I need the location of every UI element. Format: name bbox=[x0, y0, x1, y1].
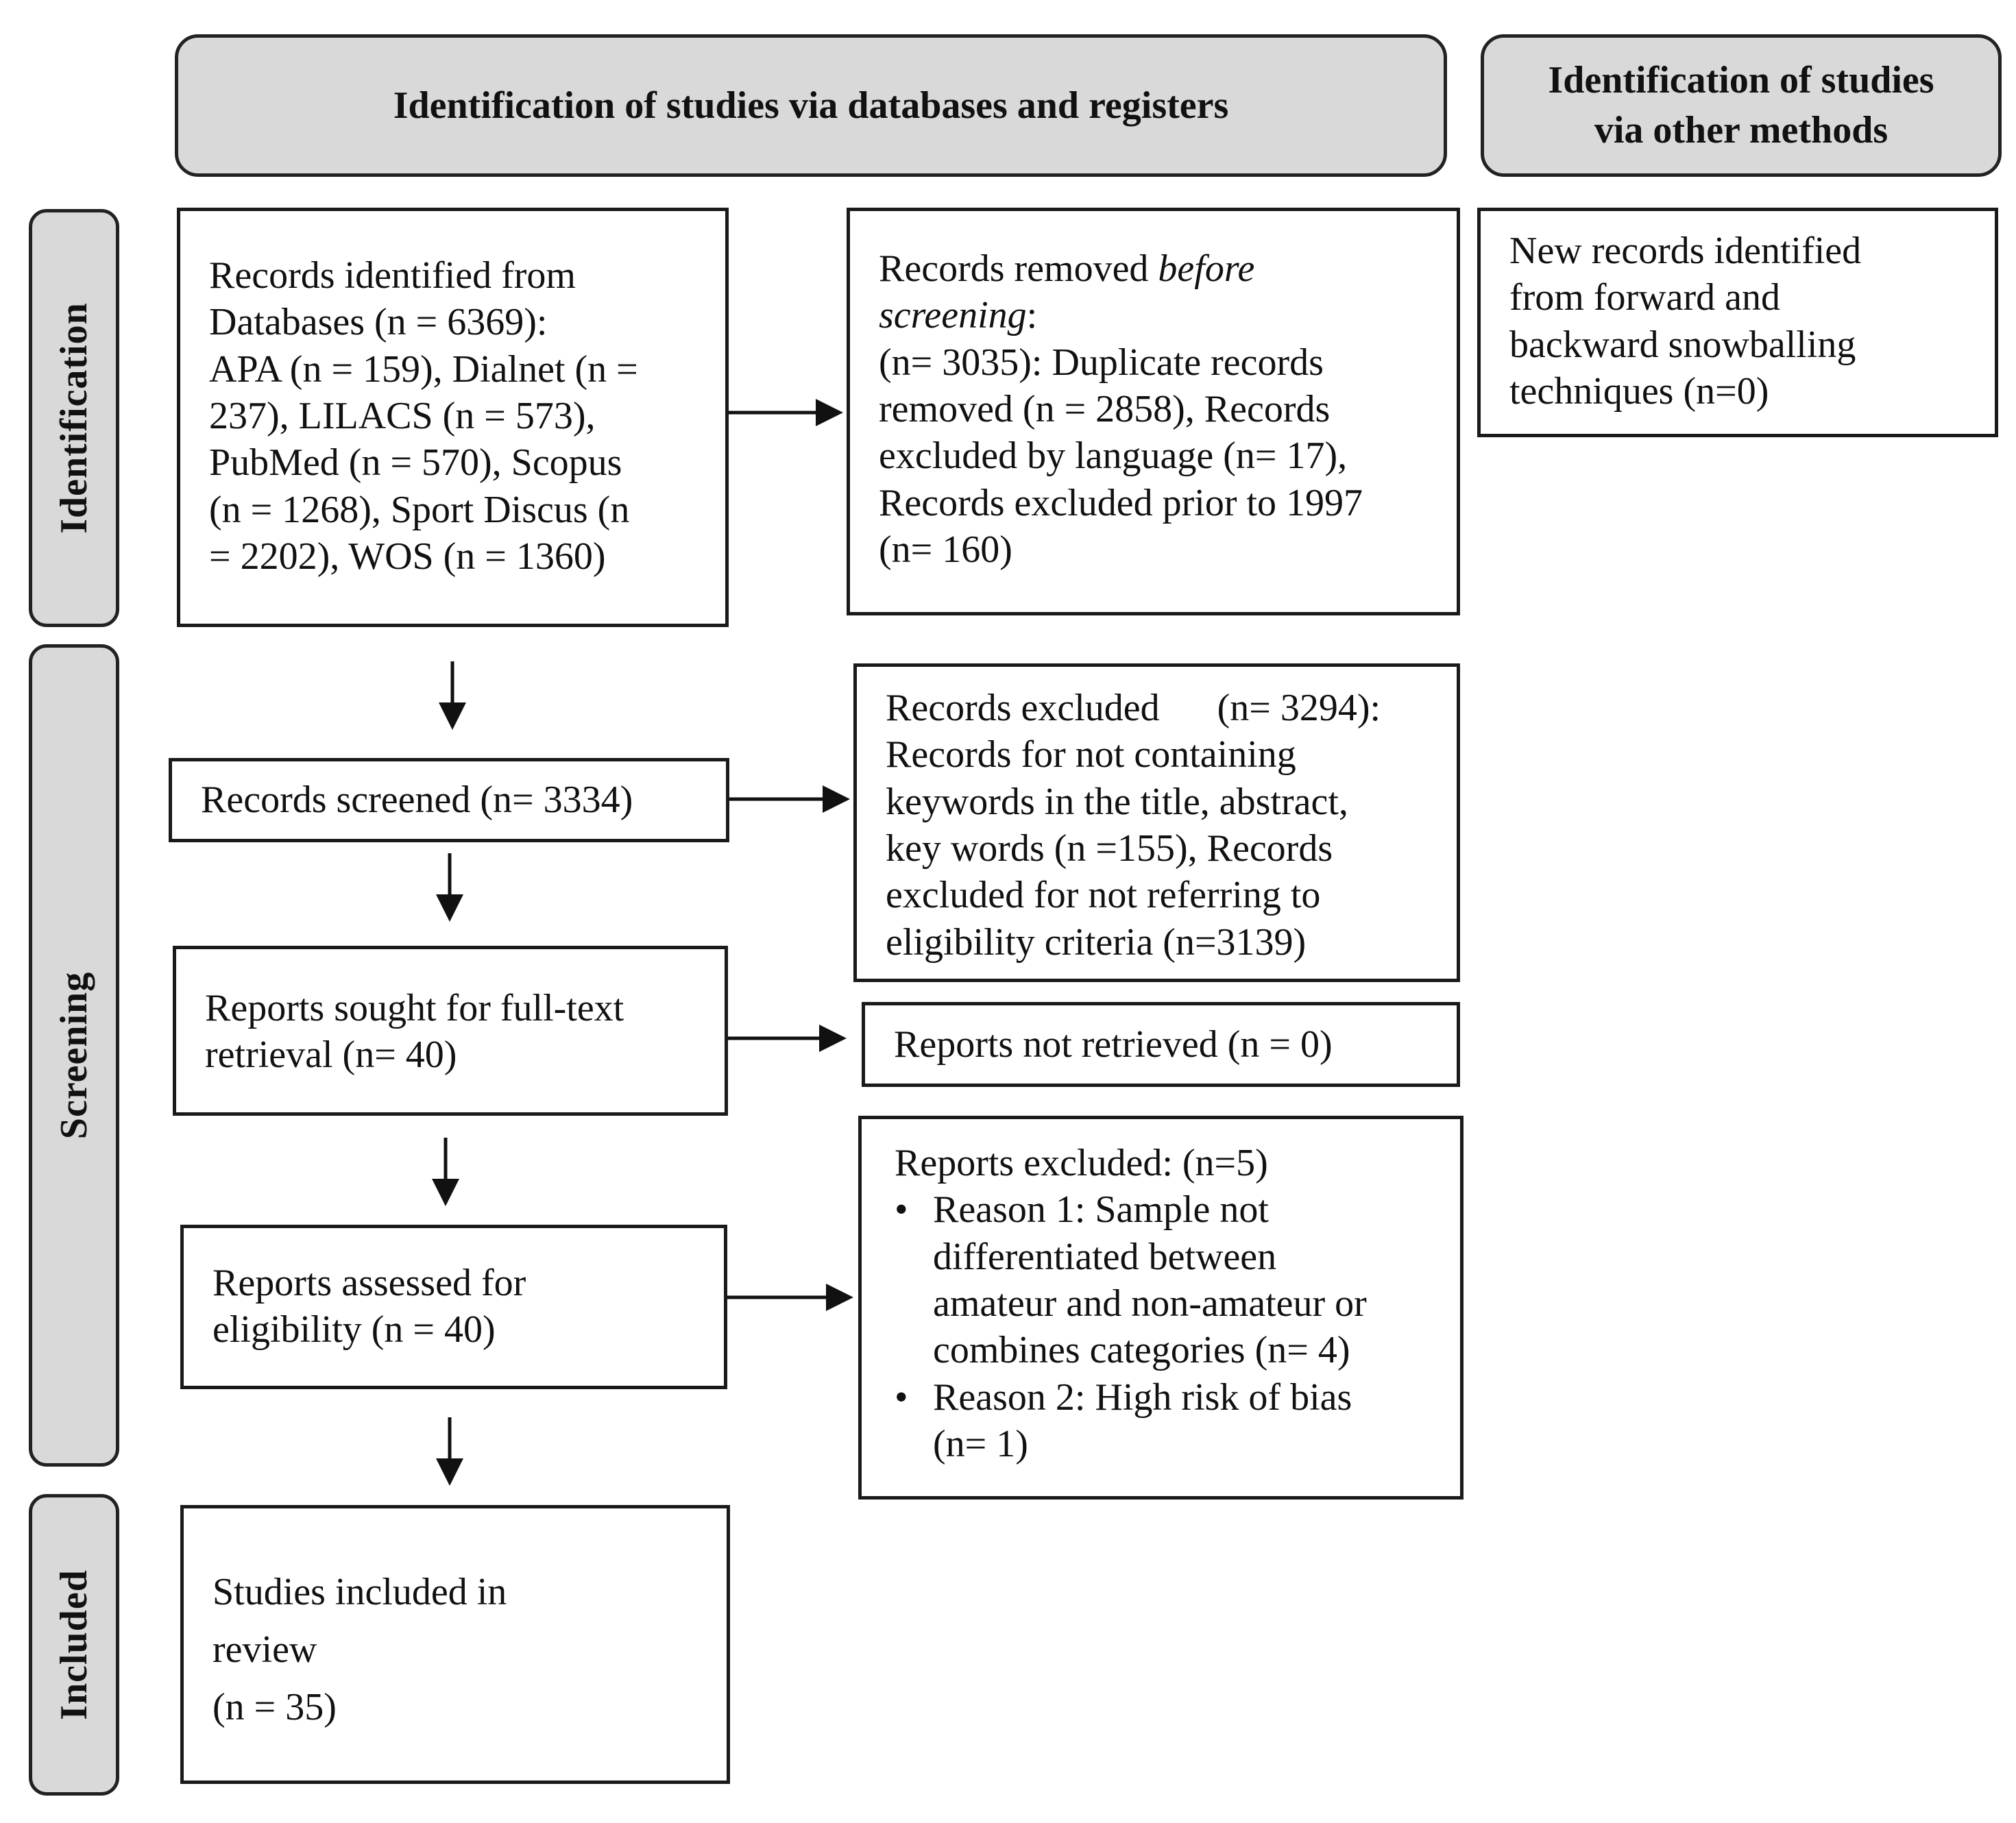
header-databases-text: Identification of studies via databases … bbox=[393, 84, 1229, 127]
records-excluded-line: key words (n =155), Records bbox=[886, 827, 1333, 870]
box-records-excluded: Records excluded (n= 3294): Records for … bbox=[853, 663, 1460, 982]
box-reports-assessed: Reports assessed for eligibility (n = 40… bbox=[180, 1225, 727, 1389]
box-reports-excluded: Reports excluded: (n=5) • Reason 1: Samp… bbox=[858, 1116, 1464, 1500]
reports-not-retrieved-text: Reports not retrieved (n = 0) bbox=[894, 1023, 1333, 1066]
new-records-line: backward snowballing bbox=[1509, 323, 1856, 366]
records-removed-heading: Records removed before bbox=[879, 245, 1428, 292]
stage-included: Included bbox=[29, 1494, 119, 1796]
header-other-line-2: via other methods bbox=[1594, 109, 1889, 151]
records-removed-line: (n= 160) bbox=[879, 528, 1012, 571]
header-other-line-1: Identification of studies bbox=[1548, 59, 1934, 102]
records-screened-text: Records screened (n= 3334) bbox=[201, 779, 633, 822]
bullet-icon: • bbox=[895, 1188, 908, 1232]
records-removed-heading-2: screening: bbox=[879, 292, 1428, 339]
header-other-methods: Identification of studies via other meth… bbox=[1481, 34, 2002, 177]
records-identified-line: 237), LILACS (n = 573), bbox=[209, 394, 596, 437]
reports-assessed-line: eligibility (n = 40) bbox=[212, 1308, 496, 1351]
reason-2-item: • Reason 2: High risk of bias (n= 1) bbox=[895, 1374, 1431, 1468]
bullet-icon: • bbox=[895, 1375, 908, 1419]
box-reports-sought: Reports sought for full-text retrieval (… bbox=[173, 946, 728, 1116]
records-removed-prefix: Records removed bbox=[879, 247, 1158, 290]
reason-1-line: Reason 1: Sample not bbox=[933, 1188, 1269, 1232]
box-new-records: New records identified from forward and … bbox=[1477, 208, 1998, 437]
studies-included-line: (n = 35) bbox=[212, 1686, 337, 1728]
records-identified-line: Records identified from bbox=[209, 254, 576, 297]
reports-assessed-line: Reports assessed for bbox=[212, 1262, 526, 1304]
box-studies-included: Studies included in review (n = 35) bbox=[180, 1505, 730, 1784]
studies-included-line: review bbox=[212, 1628, 317, 1671]
records-removed-line: excluded by language (n= 17), bbox=[879, 435, 1348, 478]
box-records-identified: Records identified from Databases (n = 6… bbox=[177, 208, 729, 627]
records-excluded-line: Records excluded (n= 3294): bbox=[886, 687, 1381, 729]
reports-sought-line: Reports sought for full-text bbox=[205, 987, 624, 1029]
records-identified-line: APA (n = 159), Dialnet (n = bbox=[209, 347, 638, 391]
new-records-line: from forward and bbox=[1509, 276, 1780, 319]
box-reports-not-retrieved: Reports not retrieved (n = 0) bbox=[862, 1002, 1460, 1087]
reason-2-line: (n= 1) bbox=[933, 1422, 1028, 1465]
header-databases: Identification of studies via databases … bbox=[175, 34, 1447, 177]
reports-sought-line: retrieval (n= 40) bbox=[205, 1033, 457, 1077]
records-removed-line: removed (n = 2858), Records bbox=[879, 387, 1331, 430]
records-identified-line: = 2202), WOS (n = 1360) bbox=[209, 535, 606, 578]
records-identified-line: Databases (n = 6369): bbox=[209, 301, 548, 344]
stage-screening: Screening bbox=[29, 644, 119, 1467]
records-identified-line: (n = 1268), Sport Discus (n bbox=[209, 488, 630, 531]
box-records-removed: Records removed before screening: (n= 30… bbox=[847, 208, 1460, 615]
studies-included-line: Studies included in bbox=[212, 1571, 507, 1613]
box-records-screened: Records screened (n= 3334) bbox=[169, 758, 729, 842]
reason-2-line: Reason 2: High risk of bias bbox=[933, 1375, 1352, 1419]
new-records-line: New records identified bbox=[1509, 230, 1862, 272]
reason-1-line: differentiated between bbox=[933, 1235, 1277, 1278]
reason-1-line: amateur and non-amateur or bbox=[933, 1282, 1367, 1325]
records-removed-line: Records excluded prior to 1997 bbox=[879, 481, 1363, 524]
new-records-line: techniques (n=0) bbox=[1509, 369, 1769, 413]
reports-excluded-title: Reports excluded: (n=5) bbox=[895, 1142, 1268, 1184]
reason-1-line: combines categories (n= 4) bbox=[933, 1329, 1350, 1372]
records-excluded-line: keywords in the title, abstract, bbox=[886, 780, 1348, 823]
records-excluded-line: excluded for not referring to bbox=[886, 874, 1321, 917]
records-removed-screening: screening bbox=[879, 294, 1027, 337]
records-excluded-line: eligibility criteria (n=3139) bbox=[886, 920, 1307, 964]
records-removed-colon: : bbox=[1026, 294, 1038, 337]
records-removed-line: (n= 3035): Duplicate records bbox=[879, 341, 1324, 384]
records-excluded-line: Records for not containing bbox=[886, 733, 1296, 776]
stage-identification: Identification bbox=[29, 209, 119, 627]
records-identified-line: PubMed (n = 570), Scopus bbox=[209, 441, 622, 485]
reason-1-item: • Reason 1: Sample not differentiated be… bbox=[895, 1186, 1431, 1373]
records-removed-before: before bbox=[1158, 247, 1255, 290]
